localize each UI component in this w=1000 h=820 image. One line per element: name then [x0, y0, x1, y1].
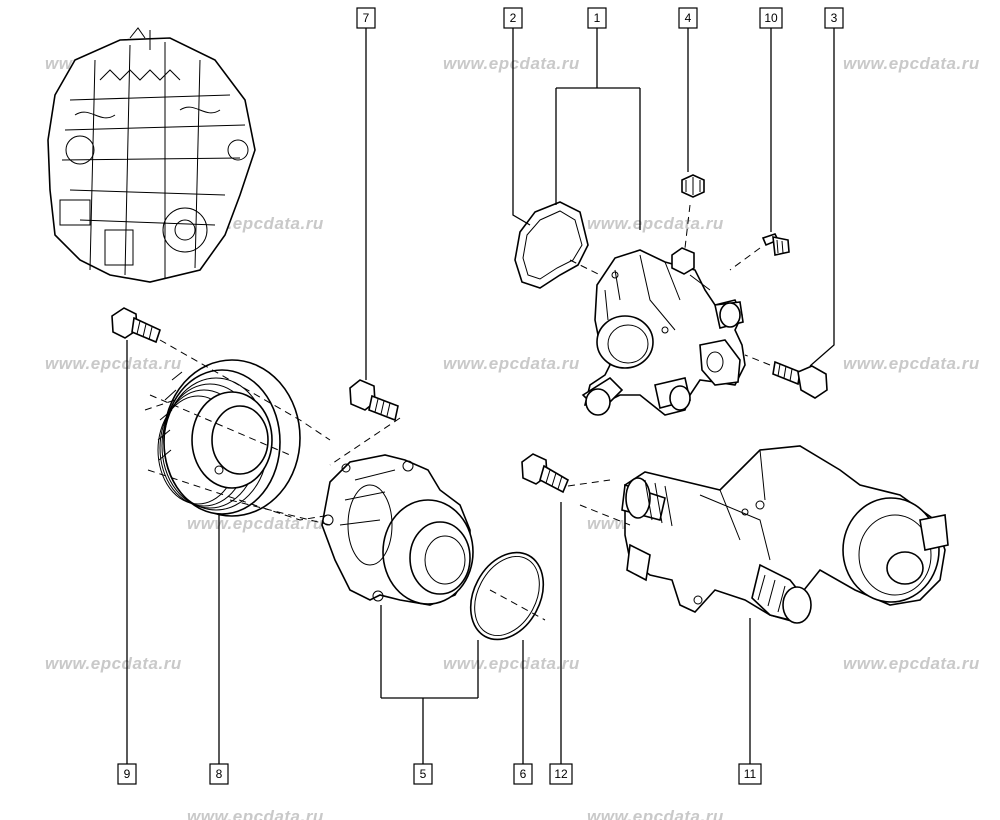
leader-lines [126, 28, 835, 764]
callout-2-label: 2 [510, 11, 517, 25]
o-ring-6 [469, 551, 545, 641]
callout-9-label: 9 [124, 767, 131, 781]
pulley-icon [157, 359, 301, 517]
assembly-dashed-lines [144, 204, 771, 621]
callout-boxes: 7 2 1 4 10 3 9 8 [117, 7, 844, 785]
water-pump-icon [321, 454, 474, 606]
watermark: www.epcdata.ru [443, 354, 580, 373]
watermark: www.epcdata.ru [587, 214, 724, 233]
callout-10-label: 10 [764, 11, 778, 25]
callout-11: 11 [738, 763, 762, 785]
bolt-3 [772, 360, 828, 399]
callout-5: 5 [413, 763, 433, 785]
callout-1: 1 [587, 7, 607, 29]
watermark: www.epcdata.ru [587, 807, 724, 820]
callout-2: 2 [503, 7, 523, 29]
callout-1-label: 1 [594, 11, 601, 25]
watermark: www.epcdata.ru [45, 354, 182, 373]
callout-3-label: 3 [831, 11, 838, 25]
callout-7-label: 7 [363, 11, 370, 25]
bolt-7 [349, 379, 399, 422]
callout-3: 3 [824, 7, 844, 29]
callout-6-label: 6 [520, 767, 527, 781]
callout-9: 9 [117, 763, 137, 785]
callout-5-label: 5 [420, 767, 427, 781]
callout-4: 4 [678, 7, 698, 29]
thermostat-housing-upper [581, 247, 746, 416]
callout-4-label: 4 [685, 11, 692, 25]
thermostat-housing-icon [621, 445, 949, 624]
watermark: www.epcdata.ru [843, 354, 980, 373]
callout-8-label: 8 [216, 767, 223, 781]
watermarks: www.epcdata.ru www.epcdata.ru www.epcdat… [45, 54, 980, 820]
gasket-2 [514, 201, 589, 289]
watermark: www.epcdata.ru [843, 54, 980, 73]
bleed-screw-10 [761, 233, 790, 256]
callout-11-label: 11 [744, 767, 757, 781]
callout-6: 6 [513, 763, 533, 785]
engine-icon [47, 27, 256, 283]
watermark: www.epcdata.ru [45, 654, 182, 673]
watermark: www.epcdata.ru [187, 807, 324, 820]
bolt-9 [111, 307, 161, 344]
bolt-12 [521, 453, 570, 494]
callout-12-label: 12 [554, 767, 568, 781]
callout-10: 10 [759, 7, 783, 29]
watermark: www.epcdata.ru [187, 514, 324, 533]
watermark: www.epcdata.ru [843, 654, 980, 673]
callout-7: 7 [356, 7, 376, 29]
sensor-4 [681, 174, 705, 198]
callout-12: 12 [549, 763, 573, 785]
callout-8: 8 [209, 763, 229, 785]
watermark: www.epcdata.ru [443, 654, 580, 673]
watermark: www.epcdata.ru [443, 54, 580, 73]
